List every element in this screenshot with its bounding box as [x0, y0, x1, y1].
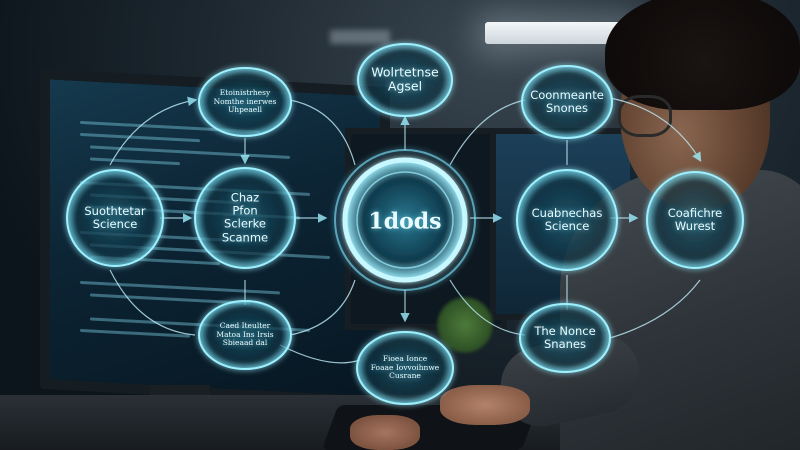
node-bottom-left-label: Caed Iteulter Matoa Ins Irsis Sbieaad da… [216, 321, 274, 348]
node-top-left-ring [198, 67, 292, 137]
node-top-left-label: Etoinistrhesy Nomthe inerwes Uhpeaell [213, 88, 277, 115]
node-top-right-ring [521, 65, 613, 139]
node-mid-far-right-label: Coafichre Wurest [667, 205, 723, 233]
node-top-right-label: Coonmeante Snones [530, 87, 604, 115]
background-light [330, 30, 390, 44]
node-mid-right-label: Cuabnechas Science [531, 205, 603, 233]
desk-plant [435, 295, 495, 355]
node-mid-left-ring [194, 167, 296, 269]
person-hair [605, 0, 800, 110]
node-mid-right-ring [516, 169, 618, 271]
right-hand [440, 385, 530, 425]
glasses [618, 95, 672, 137]
node-mid-far-left-label: Suothtetar Science [84, 203, 146, 231]
node-mid-left-label: Chaz Pfon Sclerke Scanme [221, 190, 269, 245]
connector-lines [109, 96, 702, 364]
ceiling-light [485, 22, 635, 44]
node-mid-far-right-ring [646, 171, 744, 269]
left-hand [350, 415, 420, 450]
node-top-center-label: Wolrtetnse Agsel [371, 64, 439, 94]
node-circles [66, 43, 744, 405]
node-top-center-ring [357, 43, 453, 117]
center-node [334, 149, 476, 291]
node-bottom-center-ring [356, 331, 454, 405]
node-bottom-left-ring [198, 300, 292, 370]
node-mid-far-left-ring [66, 169, 164, 267]
node-bottom-right-label: The Nonce Snanes [534, 323, 596, 351]
node-bottom-center-label: Fioea Ionce Foaae Iovvoihnwe Cusrane [370, 354, 440, 381]
center-node-label: 1dods [368, 208, 442, 235]
node-bottom-right-ring [519, 303, 611, 373]
